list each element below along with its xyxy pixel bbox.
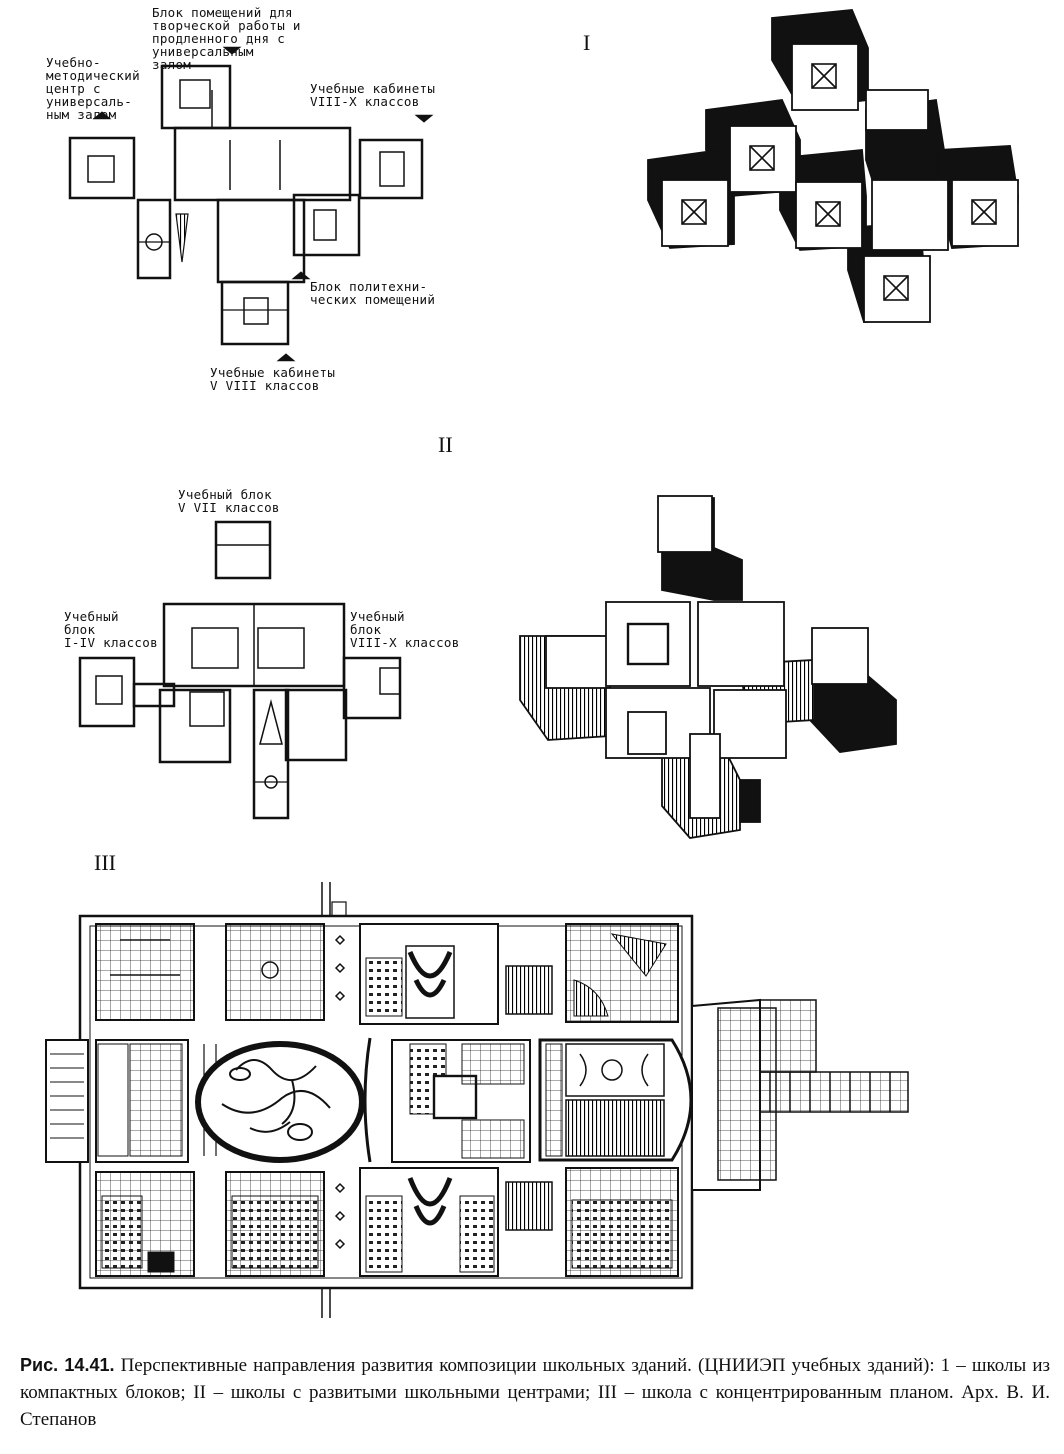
label-block-1-4: Учебный блок I-IV классов bbox=[64, 609, 158, 650]
label-block-5-7: Учебный блок V VII классов bbox=[178, 487, 280, 515]
section-numeral-ii: II bbox=[438, 432, 453, 457]
caption-label: Рис. 14.41. bbox=[20, 1355, 115, 1375]
label-methodic-center: Учебно- методический центр с универсаль-… bbox=[46, 55, 140, 122]
axon-i bbox=[647, 9, 1019, 323]
label-creative-block: Блок помещений для творческой работы и п… bbox=[152, 5, 301, 72]
label-cabinets-5-8: Учебные кабинеты V VIII классов bbox=[210, 365, 336, 393]
label-block-8-10: Учебный блок VIII-X классов bbox=[350, 609, 460, 650]
label-polytech-block: Блок политехни- ческих помещений bbox=[310, 279, 436, 307]
figure-caption: Рис. 14.41. Перспективные направления ра… bbox=[20, 1352, 1050, 1433]
caption-text: Перспективные направления развития компо… bbox=[20, 1355, 1051, 1430]
label-cabinets-8-10: Учебные кабинеты VIII-X классов bbox=[310, 81, 436, 109]
plan-iii bbox=[45, 882, 909, 1318]
axon-ii bbox=[519, 495, 897, 839]
plan-ii bbox=[78, 520, 402, 820]
plan-i bbox=[68, 46, 434, 362]
figure-drawings bbox=[45, 9, 1019, 1318]
section-numeral-i: I bbox=[583, 30, 591, 55]
section-numeral-iii: III bbox=[94, 850, 116, 875]
